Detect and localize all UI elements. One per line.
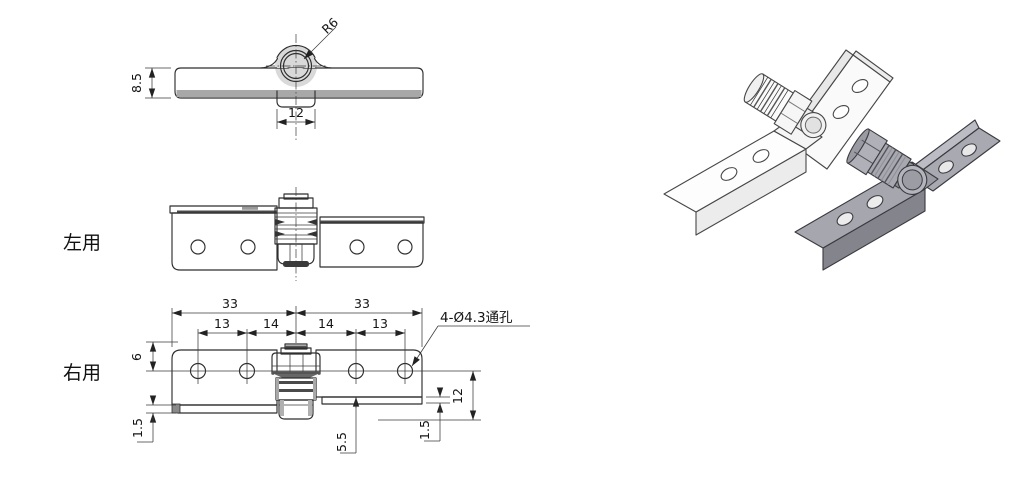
- view-front-left-use: 左用: [63, 187, 425, 281]
- top-bar-edge-band: [176, 90, 422, 97]
- fillet-right: [313, 57, 332, 69]
- mount-hole: [752, 149, 770, 163]
- right-leaf-plate: [315, 349, 423, 398]
- left-flange-strip: [177, 404, 278, 414]
- left-leaf-plate: [171, 349, 278, 406]
- dim-text-12: 12: [288, 105, 304, 120]
- mount-hole: [240, 239, 256, 255]
- left-leaf-plate: [171, 212, 278, 271]
- mount-hole: [851, 78, 869, 94]
- hole-callout: 4-Ø4.3通孔: [411, 310, 530, 367]
- dim-text-14-left: 14: [263, 316, 279, 331]
- mount-hole: [836, 212, 854, 226]
- dim-text-1-5-left: 1.5: [130, 418, 145, 438]
- hole-callout-text: 4-Ø4.3通孔: [440, 310, 513, 326]
- dim-text-1-5-right: 1.5: [417, 420, 432, 440]
- top-tab: [276, 90, 316, 108]
- iso-barrel-right: [846, 128, 928, 195]
- right-flange-strip: [321, 396, 423, 405]
- dim-text-6: 6: [129, 353, 144, 361]
- label-left-use: 左用: [63, 232, 101, 254]
- dim-side-height: 12: [378, 371, 481, 421]
- dim-pin-drop: 5.5: [334, 397, 360, 454]
- mount-hole: [938, 160, 954, 174]
- dim-span-left: 33: [172, 296, 296, 317]
- dim-text-r6: R6: [319, 15, 341, 37]
- mount-hole: [397, 239, 413, 255]
- dim-flange-right: 1.5: [417, 387, 450, 442]
- dim-edge-to-hole: 6: [129, 341, 178, 371]
- mount-hole: [961, 143, 977, 157]
- iso-hinge-right: [794, 119, 1001, 271]
- dim-top-height: 8.5: [129, 67, 171, 99]
- fillet-left: [260, 57, 279, 69]
- right-leaf-plate: [319, 222, 424, 268]
- dim-text-33-left: 33: [222, 296, 238, 311]
- label-right-use: 右用: [63, 362, 101, 384]
- dim-text-12-side: 12: [450, 388, 465, 404]
- front-barrel: [274, 187, 318, 281]
- dim-text-13-left: 13: [214, 316, 230, 331]
- iso-barrel-left: [743, 73, 827, 139]
- view-top: 8.5 12 R6: [129, 15, 424, 141]
- mount-hole: [349, 239, 365, 255]
- dim-flange-left: 1.5: [130, 395, 176, 443]
- iso-hinge-left: [663, 49, 894, 236]
- dim-hole-pitch-row: 13 14 14 13: [198, 316, 405, 337]
- dim-text-14-right: 14: [318, 316, 334, 331]
- mount-hole: [720, 167, 738, 181]
- top-bar: [174, 67, 424, 99]
- dim-text-5-5: 5.5: [334, 432, 349, 452]
- view-plan-right-use: 右用: [63, 296, 530, 454]
- dim-span-right: 33: [296, 296, 422, 317]
- dim-text-8-5: 8.5: [129, 73, 144, 93]
- mount-hole: [866, 195, 884, 209]
- plan-barrel: [271, 343, 321, 420]
- view-isometric: [663, 49, 1001, 271]
- dim-text-33-right: 33: [354, 296, 370, 311]
- mount-hole: [190, 239, 206, 255]
- pin-bottom-cap: [278, 399, 314, 420]
- mount-hole: [832, 104, 850, 120]
- dim-text-13-right: 13: [372, 316, 388, 331]
- dim-top-tab-width: 12: [276, 105, 316, 129]
